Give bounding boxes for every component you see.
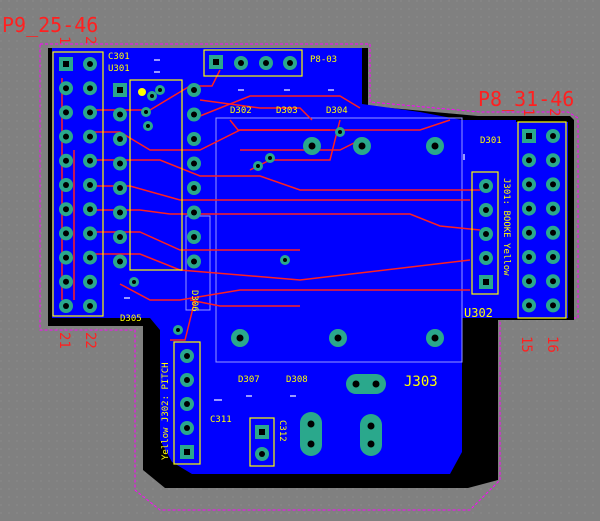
p9-pin-top-1: 1 xyxy=(56,36,72,44)
label-j303: J303 xyxy=(404,374,438,390)
p8-header-title: P8_31-46 xyxy=(478,87,574,111)
j301-connector-outline xyxy=(471,171,499,295)
label-d304: D304 xyxy=(326,106,348,116)
label-d302: D302 xyxy=(230,106,252,116)
silkscreen-labels: C301 U301 P8-03 D302 D303 D304 D301 J301… xyxy=(108,52,511,460)
label-u302: U302 xyxy=(464,306,493,320)
c312-outline xyxy=(249,417,275,467)
u301-outline xyxy=(129,79,183,271)
j302-pins xyxy=(180,349,194,459)
label-d305: D305 xyxy=(120,314,142,324)
label-d301: D301 xyxy=(480,136,502,146)
label-p8-03: P8-03 xyxy=(310,55,337,65)
label-j301: J301: BOOKE Yellow xyxy=(501,178,511,276)
label-c312: C312 xyxy=(277,420,287,442)
label-c301: C301 xyxy=(108,52,130,62)
vias xyxy=(129,85,345,335)
p8-header-outline xyxy=(517,121,567,319)
j302-connector-outline xyxy=(173,341,201,465)
j301-pins xyxy=(479,179,493,289)
label-d307: D307 xyxy=(238,375,260,385)
label-d306: D306 xyxy=(189,290,199,312)
p9-pin-bottom-1: 21 xyxy=(56,332,72,349)
p9-pin-bottom-2: 22 xyxy=(82,332,98,349)
u301-pins xyxy=(113,83,201,269)
header-labels: P9_25-46 1 2 21 22 P8_31-46 1 2 15 16 xyxy=(2,13,574,353)
p8-pin-bottom-2: 16 xyxy=(544,336,560,353)
label-u301: U301 xyxy=(108,64,130,74)
p9-header-outline xyxy=(52,51,104,317)
c312-pins xyxy=(255,425,269,461)
p8-03-pins xyxy=(209,55,297,70)
label-d308: D308 xyxy=(286,375,308,385)
j303-pads xyxy=(300,374,386,456)
u302-area xyxy=(215,117,463,363)
p8-header-pins xyxy=(522,129,560,313)
traces xyxy=(61,69,481,341)
label-j302: Yellow J302: PITCH xyxy=(161,362,171,460)
p9-header-pins xyxy=(59,57,97,313)
p8-pin-top-2: 2 xyxy=(546,108,562,116)
label-c311: C311 xyxy=(210,415,232,425)
p8-pin-top-1: 1 xyxy=(520,108,536,116)
p8-03-connector-outline xyxy=(203,49,303,77)
p9-header-title: P9_25-46 xyxy=(2,13,98,37)
label-d303: D303 xyxy=(276,106,298,116)
p8-pin-bottom-1: 15 xyxy=(518,336,534,353)
smd-marks xyxy=(124,59,465,401)
copper-pour xyxy=(52,48,568,474)
u302-pads xyxy=(231,137,444,347)
p9-pin-top-2: 2 xyxy=(82,36,98,44)
